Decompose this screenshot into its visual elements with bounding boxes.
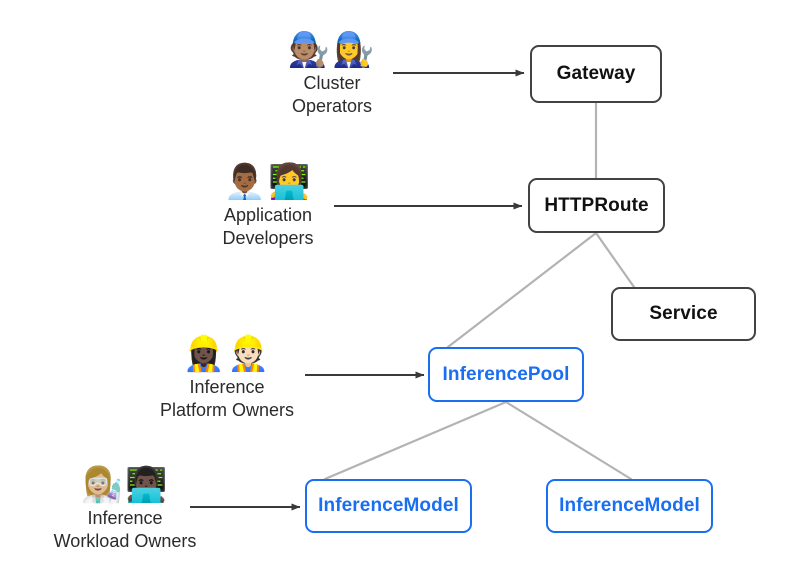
node-inferencepool[interactable]: InferencePool [428,347,584,402]
node-service[interactable]: Service [611,287,756,341]
office-worker-icon-and-woman-technologist-icon: 👨🏾‍💼👩‍💻 [223,163,313,201]
mechanic-icon-and-woman-mechanic-icon: 🧑🏽‍🔧👩‍🔧 [287,31,377,69]
persona-label-line1: Inference [189,377,265,397]
persona-label-line2: Developers [222,228,314,248]
persona-label-line1: Inference [87,508,163,528]
connector-httproute-service [594,231,636,289]
persona-label-line2: Workload Owners [53,531,197,551]
node-label: InferenceModel [318,495,459,516]
persona-label-line1: Application [223,205,313,225]
node-label: Service [649,303,718,324]
node-label: InferenceModel [559,495,700,516]
node-label: InferencePool [442,363,570,385]
connector-inferencepool-inferencemodel-left [323,400,508,481]
node-label: Gateway [556,63,636,84]
node-gateway[interactable]: Gateway [530,45,662,103]
woman-construction-worker-icon-and-construction-worker-icon: 👷🏿‍♀️👷🏻 [182,335,272,373]
connector-inferencepool-inferencemodel-right [504,400,633,481]
node-inferencemodel-left[interactable]: InferenceModel [305,479,472,533]
node-label: HTTPRoute [544,194,649,216]
node-httproute[interactable]: HTTPRoute [528,178,665,233]
persona-arrows [190,69,525,511]
persona-label-line2: Platform Owners [159,400,295,420]
connector-lines [323,101,636,481]
woman-scientist-icon-and-man-technologist-icon: 👩🏼‍🔬👨🏿‍💻 [80,466,170,504]
persona-label-line1: Cluster [303,73,361,93]
connector-httproute-inferencepool [446,231,598,349]
persona-label-line2: Operators [291,96,373,116]
node-inferencemodel-right[interactable]: InferenceModel [546,479,713,533]
